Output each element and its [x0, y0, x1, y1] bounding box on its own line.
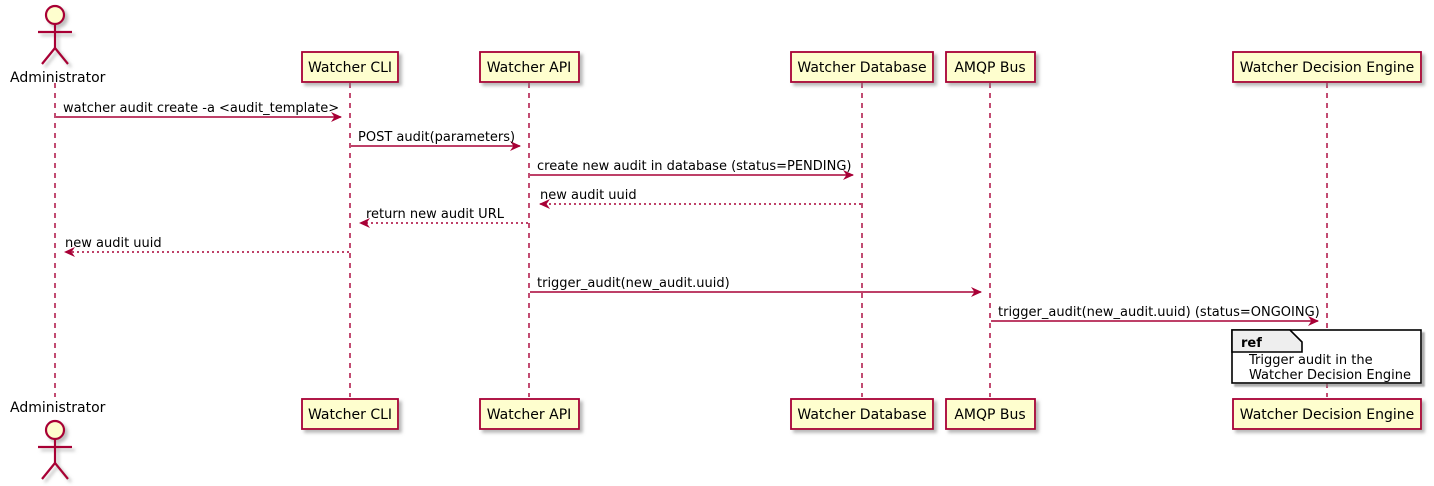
- participant-box-watcher-cli-top[interactable]: Watcher CLI: [301, 51, 399, 83]
- message-3-create-new-audit[interactable]: create new audit in database (status=PEN…: [530, 159, 854, 180]
- message-4-label: new audit uuid: [540, 188, 637, 203]
- participant-box-watcher-database-bottom[interactable]: Watcher Database: [790, 398, 934, 430]
- participant-label-amqp-bus-top: AMQP Bus: [954, 60, 1025, 76]
- participant-rect-watcher-cli-top: [301, 51, 399, 83]
- message-1-label: watcher audit create -a <audit_template>: [63, 101, 339, 116]
- message-7-label: trigger_audit(new_audit.uuid): [537, 276, 730, 291]
- participant-label-watcher-decision-engine-top: Watcher Decision Engine: [1240, 60, 1414, 76]
- participant-box-watcher-api-bottom[interactable]: Watcher API: [479, 398, 580, 430]
- message-5-return-new-audit-url[interactable]: return new audit URL: [359, 207, 528, 228]
- ref-fragment-keyword: ref: [1241, 336, 1262, 351]
- participant-label-watcher-api-bottom: Watcher API: [487, 407, 572, 423]
- participant-rect-watcher-decision-engine-top: [1232, 51, 1422, 83]
- message-4-new-audit-uuid[interactable]: new audit uuid: [539, 188, 861, 209]
- actor-label-bottom: Administrator: [10, 400, 106, 416]
- participant-box-amqp-bus-bottom[interactable]: AMQP Bus: [945, 398, 1036, 430]
- participant-rect-watcher-decision-engine-bottom: [1232, 398, 1422, 430]
- participant-label-watcher-database-bottom: Watcher Database: [797, 407, 926, 423]
- message-7-trigger-audit[interactable]: trigger_audit(new_audit.uuid): [530, 276, 982, 297]
- participant-rect-amqp-bus-top: [945, 51, 1036, 83]
- actor-label-top: Administrator: [10, 70, 106, 86]
- participant-rect-watcher-database-bottom: [790, 398, 934, 430]
- participant-label-amqp-bus-bottom: AMQP Bus: [954, 407, 1025, 423]
- participant-rect-watcher-database-top: [790, 51, 934, 83]
- participant-box-watcher-api-top[interactable]: Watcher API: [479, 51, 580, 83]
- participant-label-watcher-cli-top: Watcher CLI: [308, 60, 392, 76]
- participant-rect-amqp-bus-bottom: [945, 398, 1036, 430]
- actor-administrator-bottom[interactable]: Administrator: [10, 400, 106, 480]
- participant-box-watcher-decision-engine-top[interactable]: Watcher Decision Engine: [1232, 51, 1422, 83]
- participant-box-watcher-database-top[interactable]: Watcher Database: [790, 51, 934, 83]
- ref-fragment-header-pentagon: [1231, 329, 1303, 353]
- participant-box-amqp-bus-top[interactable]: AMQP Bus: [945, 51, 1036, 83]
- message-3-label: create new audit in database (status=PEN…: [537, 159, 852, 174]
- ref-fragment-line-2: Watcher Decision Engine: [1249, 368, 1411, 383]
- participant-rect-watcher-cli-bottom: [301, 398, 399, 430]
- actor-figure-bottom: [38, 419, 72, 480]
- participant-box-watcher-cli-bottom[interactable]: Watcher CLI: [301, 398, 399, 430]
- participant-label-watcher-database-top: Watcher Database: [797, 60, 926, 76]
- message-1-watcher-audit-create[interactable]: watcher audit create -a <audit_template>: [56, 101, 342, 122]
- message-6-label: new audit uuid: [65, 236, 162, 251]
- lifelines-group: [54, 83, 1328, 397]
- ref-fragment-line-1: Trigger audit in the: [1248, 353, 1373, 368]
- participant-label-watcher-decision-engine-bottom: Watcher Decision Engine: [1240, 407, 1414, 423]
- participant-label-watcher-cli-bottom: Watcher CLI: [308, 407, 392, 423]
- actor-figure-top: [38, 4, 72, 65]
- message-6-new-audit-uuid-to-admin[interactable]: new audit uuid: [64, 236, 349, 257]
- message-2-post-audit[interactable]: POST audit(parameters): [351, 130, 521, 151]
- ref-fragment[interactable]: ref Trigger audit in the Watcher Decisio…: [1231, 329, 1422, 384]
- message-2-label: POST audit(parameters): [358, 130, 515, 145]
- message-8-trigger-audit-ongoing[interactable]: trigger_audit(new_audit.uuid) (status=ON…: [991, 305, 1320, 326]
- message-8-label: trigger_audit(new_audit.uuid) (status=ON…: [998, 305, 1320, 320]
- participant-rect-watcher-api-bottom: [479, 398, 580, 430]
- participant-rect-watcher-api-top: [479, 51, 580, 83]
- actor-administrator-top[interactable]: Administrator: [10, 4, 106, 86]
- ref-fragment-body: [1231, 329, 1422, 384]
- message-5-label: return new audit URL: [366, 207, 505, 222]
- participant-label-watcher-api-top: Watcher API: [487, 60, 572, 76]
- participant-box-watcher-decision-engine-bottom[interactable]: Watcher Decision Engine: [1232, 398, 1422, 430]
